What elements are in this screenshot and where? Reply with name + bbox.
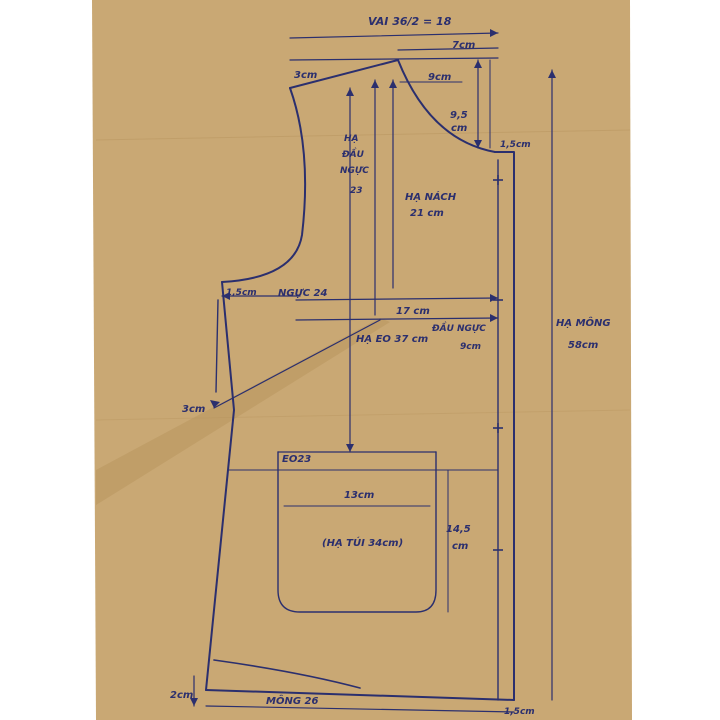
arrow-head bbox=[474, 60, 482, 68]
label-chest-depth-1: HẠ bbox=[344, 134, 359, 144]
arrow-head bbox=[210, 400, 220, 408]
dart-line bbox=[213, 319, 381, 409]
label-chest-width: NGỰC 24 bbox=[278, 288, 328, 299]
label-neck-depth-h: 9cm bbox=[428, 72, 452, 83]
arrow-head bbox=[389, 80, 397, 88]
label-neck-width: 7cm bbox=[452, 40, 476, 51]
label-shoulder-drop: 3cm bbox=[294, 70, 318, 81]
top-guide-line bbox=[289, 57, 499, 61]
arrow-head bbox=[222, 292, 230, 300]
label-bust-width: 17 cm bbox=[396, 306, 430, 317]
bust-line-lower bbox=[295, 317, 499, 321]
arrow-head bbox=[371, 80, 379, 88]
label-armhole-offset: 1,5cm bbox=[226, 288, 257, 298]
label-hem-offset: 1,5cm bbox=[504, 707, 535, 717]
label-side-offset-top: 1,5cm bbox=[500, 140, 531, 150]
hem-line bbox=[205, 689, 515, 701]
center-front-line bbox=[494, 151, 515, 701]
label-chest-depth-2: ĐẦU bbox=[342, 150, 364, 160]
label-bust-point-2: 9cm bbox=[460, 342, 481, 352]
neck-width-dimension bbox=[397, 47, 499, 51]
label-waist-width: EO23 bbox=[282, 454, 312, 465]
label-hip-width: MÔNG 26 bbox=[266, 696, 319, 707]
label-chest-depth-3: NGỰC bbox=[340, 166, 369, 176]
label-armhole-depth-2: 21 cm bbox=[410, 208, 444, 219]
label-full-length-1: HẠ MÔNG bbox=[556, 318, 611, 329]
armhole-curve bbox=[221, 87, 307, 283]
side-seam bbox=[205, 281, 235, 691]
label-pocket-height-1: 14,5 bbox=[446, 524, 471, 535]
label-neck-depth-v-unit: cm bbox=[451, 123, 468, 134]
label-shoulder-width: VAI 36/2 = 18 bbox=[368, 15, 452, 28]
bust-line-dimension bbox=[295, 297, 499, 301]
label-full-length-2: 58cm bbox=[568, 340, 599, 351]
arrow-head bbox=[490, 29, 498, 37]
arrow-head bbox=[346, 88, 354, 96]
label-armhole-depth-1: HẠ NÁCH bbox=[405, 192, 457, 203]
hem-curve bbox=[213, 659, 361, 689]
pocket-outline bbox=[277, 451, 437, 613]
label-dart-width: 3cm bbox=[182, 404, 206, 415]
paper-crease-1 bbox=[95, 129, 631, 141]
label-neck-depth-v: 9,5 bbox=[450, 110, 468, 121]
shoulder-width-dimension bbox=[289, 32, 499, 39]
side-seam-inner bbox=[215, 299, 219, 393]
label-bust-point-1: ĐẦU NGỰC bbox=[432, 324, 486, 334]
label-chest-depth-4: 23 bbox=[350, 186, 363, 196]
label-waist-depth: HẠ EO 37 cm bbox=[356, 334, 429, 345]
arrow-head bbox=[490, 294, 498, 302]
hem-baseline bbox=[205, 705, 515, 713]
arrow-head bbox=[548, 70, 556, 78]
arrow-head bbox=[474, 140, 482, 148]
arrow-head bbox=[190, 698, 198, 706]
label-pocket-height-2: cm bbox=[452, 541, 469, 552]
arrow-head bbox=[490, 314, 498, 322]
paper-fold-shadow bbox=[96, 318, 390, 505]
label-hem-height: 2cm bbox=[170, 690, 194, 701]
neckline-curve bbox=[397, 59, 496, 153]
label-pocket-width: 13cm bbox=[344, 490, 375, 501]
paper-crease-2 bbox=[95, 409, 631, 421]
label-pocket-depth: (HẠ TÚI 34cm) bbox=[322, 538, 404, 549]
arrow-head bbox=[346, 444, 354, 452]
shoulder-line bbox=[289, 59, 399, 89]
